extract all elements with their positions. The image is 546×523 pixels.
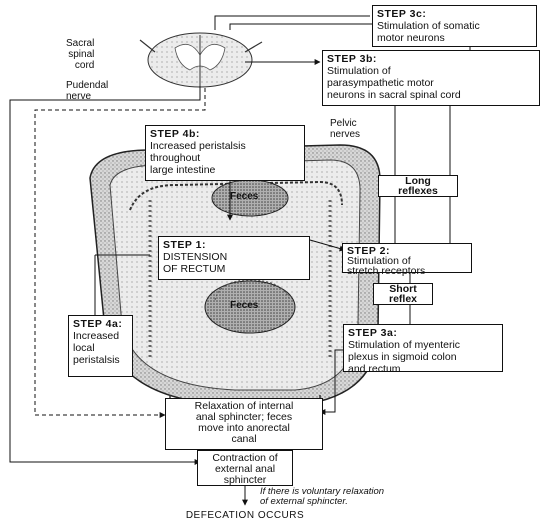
- label-pudendal-nerve: Pudendal nerve: [66, 80, 108, 102]
- step-4b-title: STEP 4b:: [150, 128, 300, 140]
- step-2-box: STEP 2: Stimulation of stretch receptors: [342, 243, 472, 273]
- step-1-body: DISTENSION OF RECTUM: [163, 251, 305, 275]
- label-sacral-spinal-cord: Sacral spinal cord: [66, 38, 94, 71]
- step-3c-body: Stimulation of somatic motor neurons: [377, 20, 532, 44]
- step-2-body: Stimulation of stretch receptors: [347, 256, 467, 276]
- short-reflex-label: Short reflex: [376, 284, 430, 304]
- step-3b-body: Stimulation of parasympathetic motor neu…: [327, 65, 535, 101]
- spinal-cord-illustration: [140, 33, 262, 87]
- long-reflexes-box: Long reflexes: [378, 175, 458, 197]
- step-3a-body: Stimulation of myenteric plexus in sigmo…: [348, 339, 498, 375]
- step-4a-title: STEP 4a:: [73, 318, 128, 330]
- contraction-box: Contraction of external anal sphincter: [197, 450, 293, 486]
- step-1-box: STEP 1: DISTENSION OF RECTUM: [158, 236, 310, 280]
- step-3c-box: STEP 3c: Stimulation of somatic motor ne…: [372, 5, 537, 47]
- step-1-title: STEP 1:: [163, 239, 305, 251]
- defecation-occurs-label: DEFECATION OCCURS: [150, 510, 340, 521]
- label-feces-lower: Feces: [230, 300, 258, 311]
- long-reflexes-label: Long reflexes: [381, 176, 455, 196]
- step-3a-box: STEP 3a: Stimulation of myenteric plexus…: [343, 324, 503, 372]
- step-4b-body: Increased peristalsis throughout large i…: [150, 140, 300, 176]
- step-3a-title: STEP 3a:: [348, 327, 498, 339]
- contraction-text: Contraction of external anal sphincter: [202, 453, 288, 486]
- label-feces-upper: Feces: [230, 191, 258, 202]
- step-4a-box: STEP 4a: Increased local peristalsis: [68, 315, 133, 377]
- step-3c-title: STEP 3c:: [377, 8, 532, 20]
- colon-illustration: [90, 145, 380, 420]
- voluntary-relaxation-note: If there is voluntary relaxation of exte…: [260, 487, 384, 507]
- step-4a-body: Increased local peristalsis: [73, 330, 128, 366]
- relaxation-box: Relaxation of internal anal sphincter; f…: [165, 398, 323, 450]
- label-pelvic-nerves: Pelvic nerves: [330, 118, 360, 140]
- step-3b-title: STEP 3b:: [327, 53, 535, 65]
- relaxation-text: Relaxation of internal anal sphincter; f…: [170, 401, 318, 445]
- step-3b-box: STEP 3b: Stimulation of parasympathetic …: [322, 50, 540, 106]
- short-reflex-box: Short reflex: [373, 283, 433, 305]
- step-4b-box: STEP 4b: Increased peristalsis throughou…: [145, 125, 305, 181]
